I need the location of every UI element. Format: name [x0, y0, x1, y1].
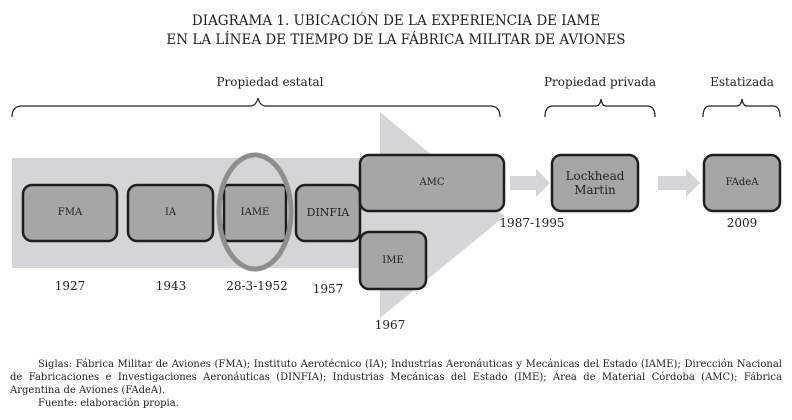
title-line-2: EN LA LÍNEA DE TIEMPO DE LA FÁBRICA MILI… [166, 32, 626, 48]
arrow-amc-lockhead [510, 169, 550, 197]
box-dinfia [294, 183, 362, 243]
source-note: Fuente: elaboración propia. [38, 398, 179, 409]
box-ime [358, 230, 428, 291]
brace-estatizada [702, 98, 781, 118]
year-fma: 1927 [54, 279, 86, 293]
year-ia: 1943 [155, 279, 187, 293]
year-fadea: 2009 [726, 216, 758, 230]
entity-ime: IME [382, 254, 404, 266]
entity-fma: FMA [57, 207, 83, 218]
entity-dinfia: DINFIA [306, 206, 350, 219]
box-amc [358, 153, 506, 213]
box-fadea [702, 153, 782, 213]
box-ia [126, 183, 215, 243]
entity-lockhead-martin: Lockhead Martin [565, 169, 625, 197]
footnotes: Siglas: Fábrica Militar de Aviones (FMA)… [10, 358, 782, 410]
year-amc: 1987-1995 [499, 216, 565, 230]
year-iame: 28-3-1952 [226, 279, 288, 293]
brace-estatal [11, 97, 501, 118]
entity-amc: AMC [419, 177, 445, 188]
iame-highlight-ellipse [216, 152, 294, 272]
year-dinfia: 1957 [312, 282, 344, 296]
entity-ia: IA [164, 207, 177, 218]
entity-iame: IAME [240, 207, 270, 218]
entity-fadea: FAdeA [725, 177, 759, 188]
box-fma [21, 183, 119, 243]
label-propiedad-privada: Propiedad privada [543, 75, 656, 89]
label-propiedad-estatal: Propiedad estatal [216, 75, 324, 89]
box-lockhead [550, 153, 640, 213]
label-estatizada: Estatizada [710, 75, 774, 89]
arrow-lockhead-fadea [658, 169, 700, 197]
siglas-note: Siglas: Fábrica Militar de Aviones (FMA)… [10, 359, 782, 396]
period-braces [11, 97, 781, 118]
title-line-1: DIAGRAMA 1. UBICACIÓN DE LA EXPERIENCIA … [191, 13, 601, 29]
diagram-title: DIAGRAMA 1. UBICACIÓN DE LA EXPERIENCIA … [0, 12, 792, 50]
year-ime: 1967 [374, 318, 406, 332]
box-iame [222, 183, 288, 243]
brace-privada [544, 98, 656, 118]
